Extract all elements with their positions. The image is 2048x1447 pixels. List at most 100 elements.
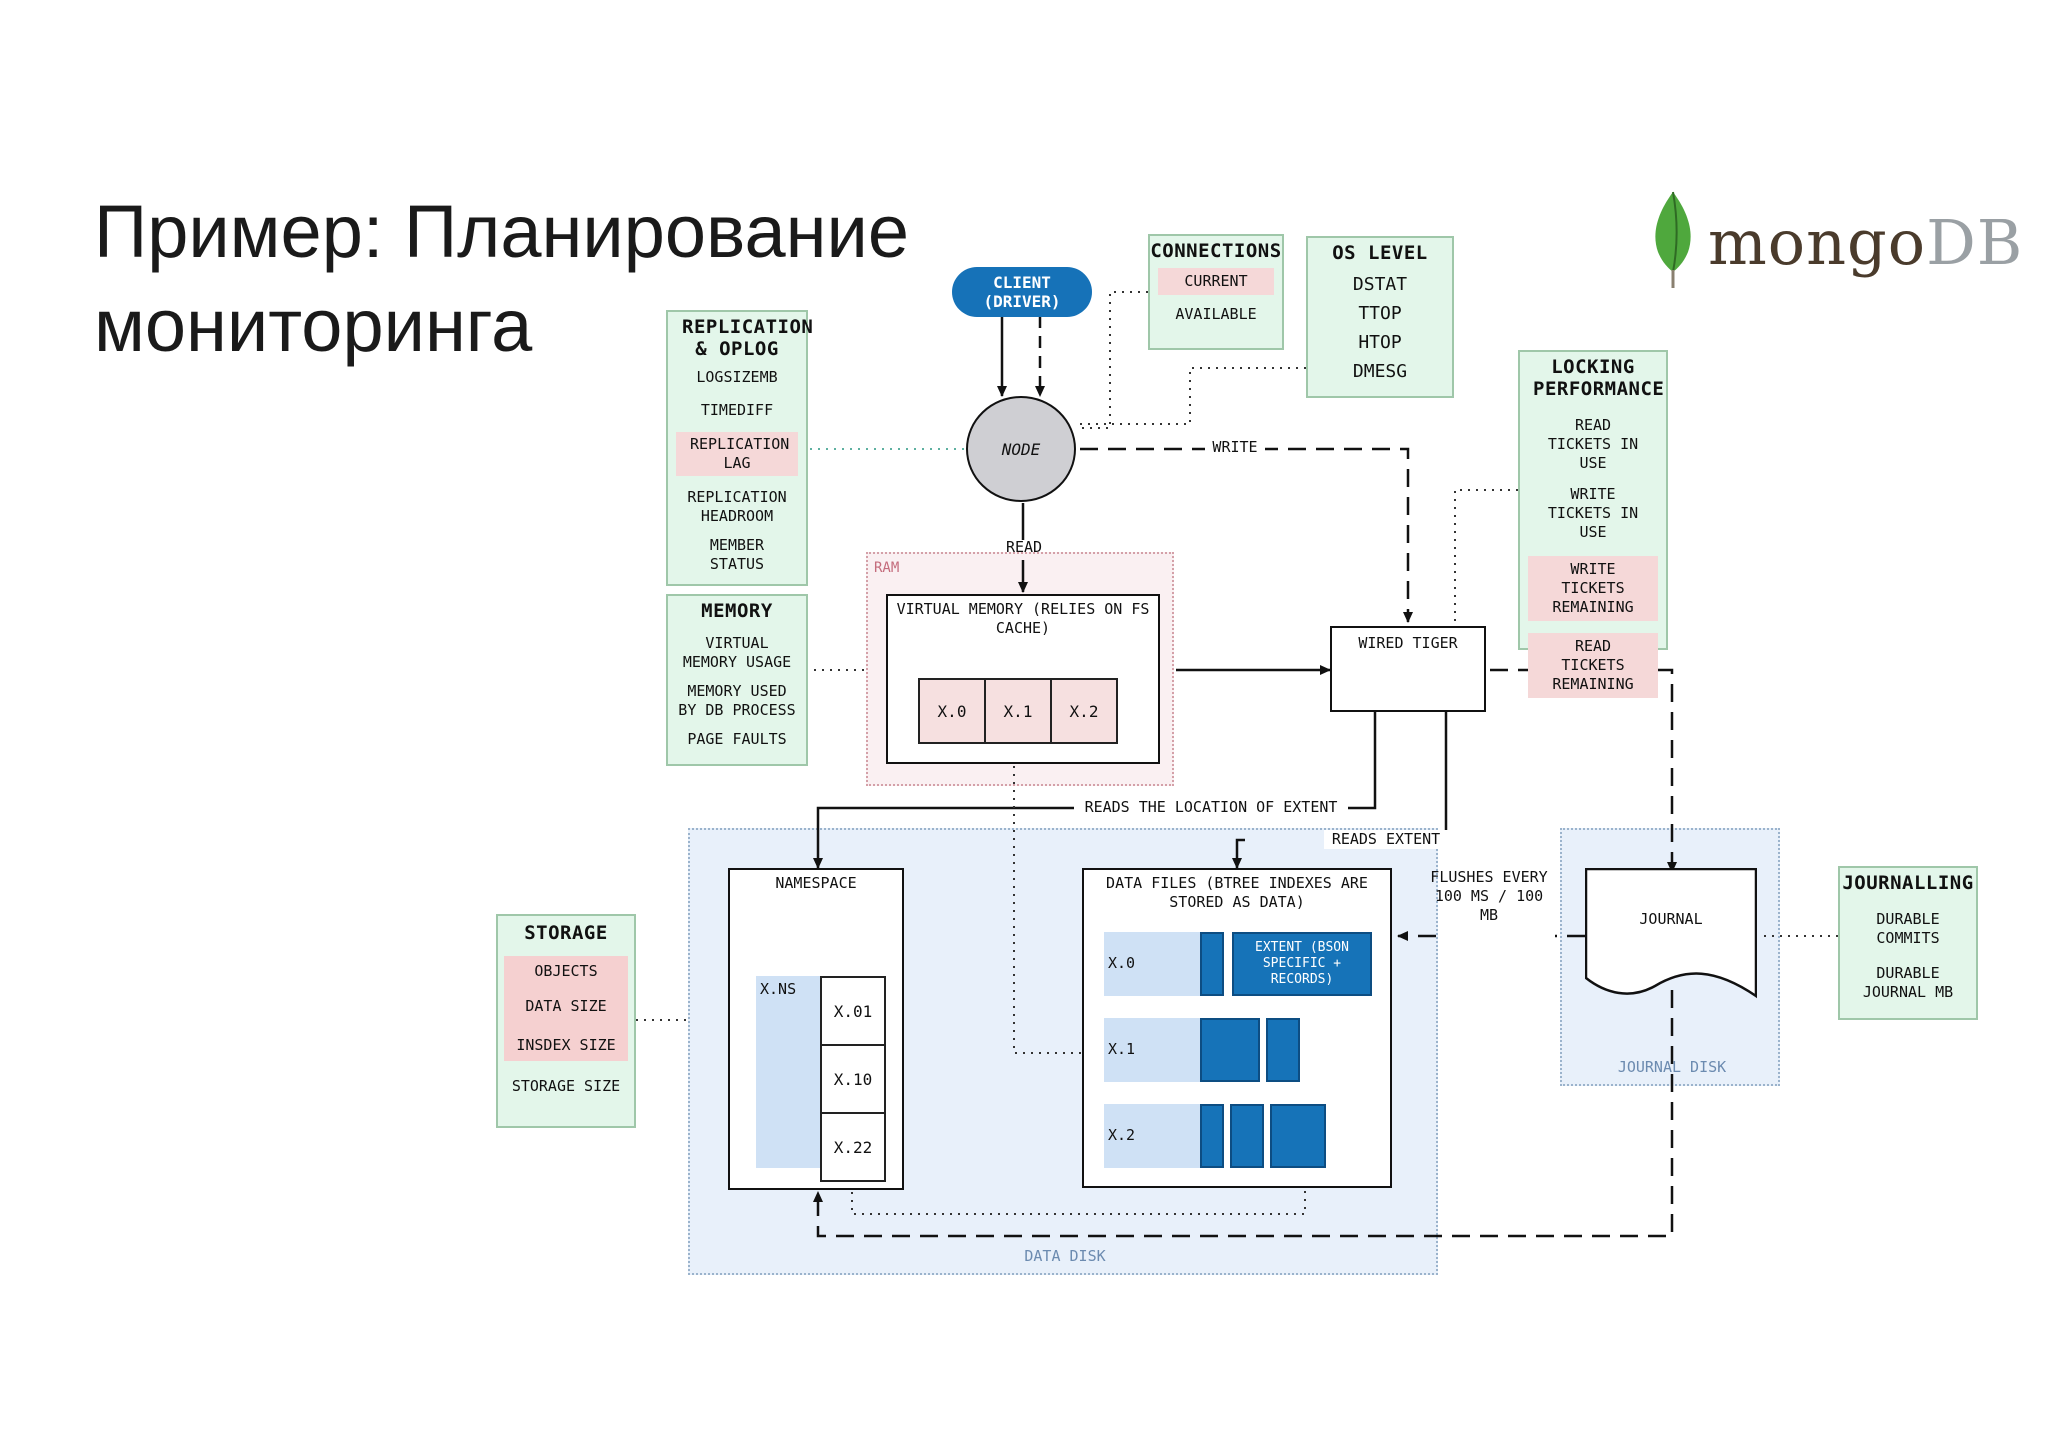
data-row-x1: X.1 [1104,1018,1204,1082]
connections-current: CURRENT [1158,268,1274,295]
vm-cells: X.0 X.1 X.2 [918,678,1118,744]
locking-read-in-use: READ TICKETS IN USE [1547,416,1639,472]
namespace-xns-block: X.NS [756,976,828,1168]
reads-location-arrow [818,712,1377,868]
vm-cell-x1: X.1 [984,678,1052,744]
replication-lag: REPLICATION LAG [676,432,798,476]
data-row-x1-block-1 [1200,1018,1260,1082]
storage-storage-size: STORAGE SIZE [511,1077,621,1095]
locking-read-remaining: READ TICKETS REMAINING [1528,633,1658,698]
data-row-x0-block-1 [1200,932,1224,996]
data-row-x2-block-2 [1230,1104,1264,1168]
data-row-x1-block-2 [1266,1018,1300,1082]
slide-title-line-1: Пример: Планирование [94,190,910,273]
namespace-box: NAMESPACE X.NS X.01 X.10 X.22 [728,868,904,1190]
os-level-title: OS LEVEL [1332,242,1428,264]
flushes-label: FLUSHES EVERY 100 MS / 100 MB [1430,868,1548,924]
namespace-xns-label: X.NS [760,980,797,998]
write-label: WRITE [1205,438,1265,457]
slide-title: Пример: Планирование мониторинга [94,185,994,373]
data-files-title: DATA FILES (BTREE INDEXES ARE STORED AS … [1106,874,1368,911]
data-row-x0-label: X.0 [1108,954,1136,972]
data-row-x1-label: X.1 [1108,1040,1136,1058]
storage-objects: OBJECTS [534,962,598,980]
os-level-dotted-link [1078,367,1306,425]
connections-panel: CONNECTIONS CURRENT AVAILABLE [1148,234,1284,350]
wired-tiger-box: WIRED TIGER [1330,626,1486,712]
node-circle: NODE [966,396,1076,502]
replication-timediff: TIMEDIFF [700,401,774,419]
logo-db: DB [1926,206,2024,279]
locking-panel: LOCKING PERFORMANCE READ TICKETS IN USE … [1518,350,1668,698]
namespace-datafiles-dotted-link [851,1168,1306,1215]
replication-logsizemb: LOGSIZEMB [696,368,778,386]
namespace-cell-x10: X.10 [820,1044,886,1114]
vm-cell-x2: X.2 [1050,678,1118,744]
os-level-panel: OS LEVEL DSTAT TTOP HTOP DMESG [1306,236,1454,398]
extent-label: EXTENT (BSON SPECIFIC + RECORDS) [1255,940,1349,987]
extent-block: EXTENT (BSON SPECIFIC + RECORDS) [1232,932,1372,996]
locking-write-in-use: WRITE TICKETS IN USE [1547,485,1639,541]
data-disk-label: DATA DISK [1024,1247,1106,1265]
journalling-panel: JOURNALLING DURABLE COMMITS DURABLE JOUR… [1838,866,1978,1020]
virtual-memory-title: VIRTUAL MEMORY (RELIES ON FS CACHE) [896,600,1150,637]
reads-extent-label: READS EXTENT [1324,830,1448,849]
journal-document: JOURNAL [1585,868,1757,1000]
journalling-title: JOURNALLING [1842,872,1974,894]
replication-headroom: REPLICATION HEADROOM [687,488,787,525]
mongodb-wordmark: mongoDB [1708,206,2023,279]
replication-panel: REPLICATION & OPLOG LOGSIZEMB TIMEDIFF R… [666,310,814,586]
locking-dotted-link [1454,489,1518,626]
journal-disk-label: JOURNAL DISK [1617,1058,1727,1076]
namespace-cells: X.01 X.10 X.22 [820,976,886,1182]
storage-panel: STORAGE OBJECTS DATA SIZE INSDEX SIZE ST… [496,914,636,1128]
reads-location-label: READS THE LOCATION OF EXTENT [1074,798,1348,817]
os-level-dmesg: DMESG [1352,361,1408,382]
data-files-box: DATA FILES (BTREE INDEXES ARE STORED AS … [1082,868,1392,1188]
memory-panel: MEMORY VIRTUAL MEMORY USAGE MEMORY USED … [666,594,808,766]
slide-title-line-2: мониторинга [94,284,533,367]
namespace-cell-x22: X.22 [820,1112,886,1182]
journalling-durable-journal-mb: DURABLE JOURNAL MB [1862,964,1954,1001]
replication-title: REPLICATION & OPLOG [682,316,814,360]
storage-pink-group: OBJECTS DATA SIZE INSDEX SIZE [504,956,628,1061]
journal-label: JOURNAL [1639,910,1703,928]
ram-label: RAM [874,560,900,576]
os-level-dstat: DSTAT [1352,274,1408,295]
client-label: CLIENT (DRIVER) [983,273,1061,311]
client-driver-pill: CLIENT (DRIVER) [952,267,1092,317]
storage-data-size: DATA SIZE [525,997,607,1015]
journalling-durable-commits: DURABLE COMMITS [1876,910,1940,947]
data-row-x0: X.0 [1104,932,1204,996]
memory-used-by-db: MEMORY USED BY DB PROCESS [678,682,796,719]
vm-cell-x0: X.0 [918,678,986,744]
memory-title: MEMORY [701,600,773,622]
connections-dotted-link [1078,291,1148,429]
journal-document-shape [1585,868,1757,999]
mongodb-logo: mongoDB [1640,190,2023,290]
journal-return-dashed-arrow [813,990,1674,1238]
connections-title: CONNECTIONS [1150,240,1282,262]
data-row-x2-block-3 [1270,1104,1326,1168]
node-write-dashed-arrow [1080,447,1408,622]
namespace-title: NAMESPACE [775,874,857,892]
memory-virtual-usage: VIRTUAL MEMORY USAGE [682,634,792,671]
mongodb-leaf-icon [1655,191,1691,288]
node-label: NODE [1001,439,1041,459]
storage-index-size: INSDEX SIZE [516,1036,616,1054]
data-row-x2-block-1 [1200,1104,1224,1168]
read-label: READ [1005,538,1043,556]
wired-tiger-label: WIRED TIGER [1358,634,1458,652]
storage-title: STORAGE [524,922,608,944]
memory-page-faults: PAGE FAULTS [687,730,787,748]
logo-mongo: mongo [1708,206,1927,279]
locking-title: LOCKING PERFORMANCE [1533,356,1665,400]
namespace-cell-x01: X.01 [820,976,886,1046]
data-row-x2-label: X.2 [1108,1126,1136,1144]
os-level-htop: HTOP [1358,332,1402,353]
os-level-ttop: TTOP [1358,303,1402,324]
replication-member-status: MEMBER STATUS [709,536,765,573]
data-row-x2: X.2 [1104,1104,1204,1168]
locking-write-remaining: WRITE TICKETS REMAINING [1528,556,1658,621]
